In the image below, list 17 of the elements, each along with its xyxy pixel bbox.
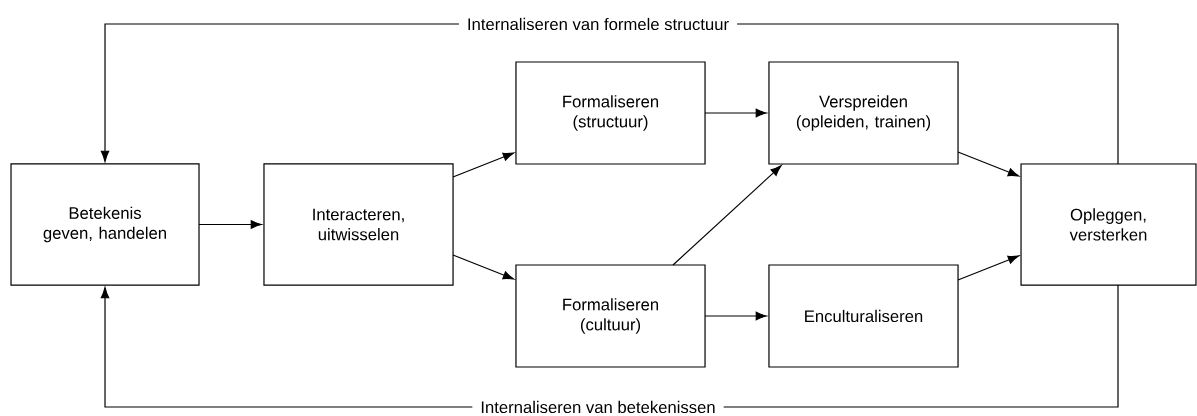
- process-box: Opleggen, versterken: [1020, 163, 1197, 286]
- arrow: [198, 220, 262, 229]
- arrow: [957, 255, 1020, 281]
- arrow: [704, 311, 767, 321]
- edge-label: Internaliseren van betekenissen: [481, 400, 715, 414]
- process-box: Formaliseren (cultuur): [515, 264, 706, 368]
- arrow: [704, 108, 767, 118]
- arrow: [672, 165, 782, 266]
- process-box: Betekenis geven, handelen: [10, 163, 200, 286]
- arrow: [452, 254, 515, 280]
- process-box: Enculturaliseren: [768, 264, 959, 368]
- edge-label: Internaliseren van formele structuur: [468, 17, 729, 31]
- process-box: Formaliseren (structuur): [515, 61, 706, 165]
- process-box: Interacteren, uitwisselen: [263, 163, 454, 286]
- arrow: [452, 152, 515, 178]
- arrow: [957, 151, 1020, 177]
- process-box: Verspreiden (opleiden, trainen): [768, 61, 959, 165]
